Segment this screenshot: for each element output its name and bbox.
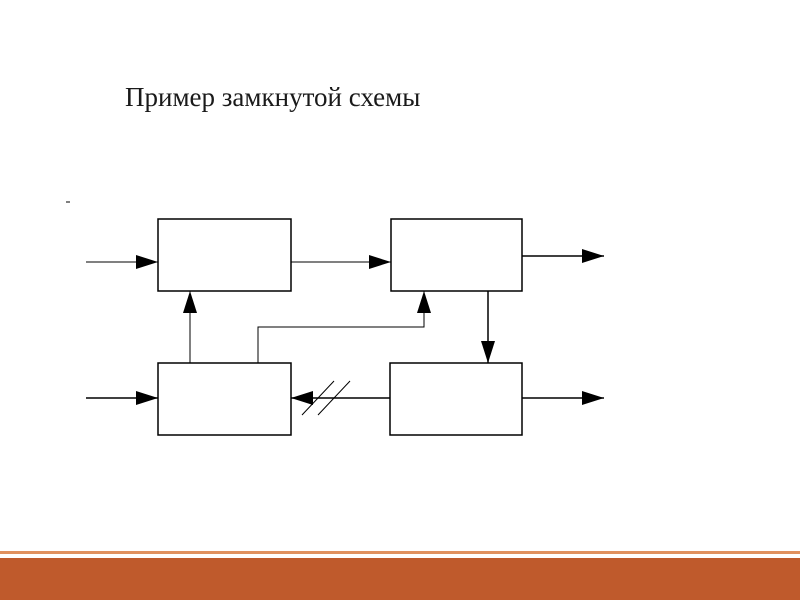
block-bottom-right: [389, 362, 523, 436]
block-top-left: [157, 218, 292, 292]
block-top-right: [390, 218, 523, 292]
arrow-bottom-left-to-top-right: [257, 291, 431, 363]
footer-accent-line: [0, 551, 800, 554]
slide-title: Пример замкнутой схемы: [125, 82, 421, 112]
block-bottom-left: [157, 362, 292, 436]
break-mark-2: [317, 380, 351, 416]
break-mark-1: [301, 380, 335, 416]
footer-accent-bar: [0, 558, 800, 600]
